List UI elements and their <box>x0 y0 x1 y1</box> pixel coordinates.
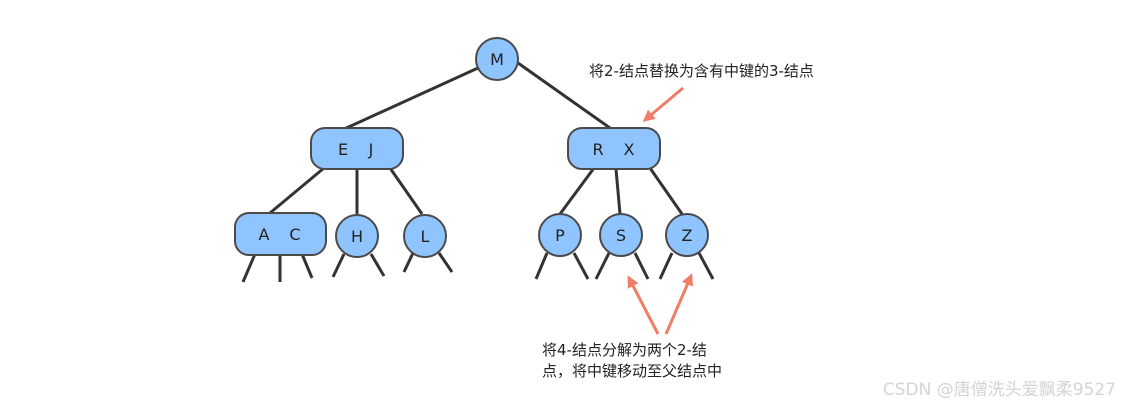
arrow-to-s <box>627 275 660 335</box>
edge-m-ej <box>341 66 479 132</box>
arrow-to-rx <box>642 86 684 122</box>
csdn-watermark: CSDN @唐僧洗头爱飘柔9527 <box>883 379 1116 400</box>
node-rx <box>567 127 661 170</box>
edge-rx-s <box>614 168 622 215</box>
node-l <box>403 214 447 258</box>
stub-z-left <box>658 252 674 280</box>
node-ac-key-2: C <box>289 225 300 244</box>
stub-h-left <box>331 253 346 278</box>
stub-s-right <box>633 252 650 280</box>
node-p-key: P <box>555 226 565 245</box>
node-p <box>538 213 582 257</box>
node-h-key: H <box>351 227 363 246</box>
edge-ej-l <box>388 167 424 215</box>
node-ej <box>310 127 404 170</box>
tree-nodes <box>234 37 709 258</box>
stub-h-right <box>369 253 386 277</box>
arrow-to-z <box>664 273 693 335</box>
node-ej-key-2: J <box>368 140 374 159</box>
node-ac <box>234 212 327 256</box>
edge-rx-p <box>558 167 596 215</box>
node-ej-key-1: E <box>338 140 348 159</box>
tree-edges <box>269 61 684 215</box>
node-m-key: M <box>490 50 504 69</box>
annotation-top: 将2-结点替换为含有中键的3-结点 <box>589 62 814 80</box>
annotation-arrows <box>627 86 693 335</box>
node-z <box>665 213 709 257</box>
stub-ac-left <box>241 253 257 283</box>
edge-m-rx <box>517 61 611 130</box>
stub-z-right <box>697 252 715 280</box>
stub-ac-right <box>300 253 314 279</box>
node-z-key: Z <box>682 226 693 245</box>
node-labels: M E J R X A C H L P S Z <box>259 50 693 246</box>
stub-p-right <box>572 252 590 280</box>
annotation-bottom-line2: 点，将中键移动至父结点中 <box>542 362 722 380</box>
node-rx-key-2: X <box>624 140 635 159</box>
annotation-bottom-line1: 将4-结点分解为两个2-结 <box>542 341 707 359</box>
stub-s-left <box>594 252 611 280</box>
node-h <box>335 214 379 258</box>
leaf-stubs <box>241 252 715 283</box>
stub-l-left <box>402 252 415 273</box>
edge-rx-z <box>648 167 684 215</box>
node-m <box>475 37 519 81</box>
node-ac-key-1: A <box>259 225 270 244</box>
node-rx-key-1: R <box>592 140 603 159</box>
edge-ej-ac <box>269 166 325 215</box>
stub-l-right <box>437 252 454 273</box>
stub-p-left <box>534 252 549 280</box>
node-s-key: S <box>616 226 626 245</box>
node-l-key: L <box>421 227 430 246</box>
node-s <box>599 213 643 257</box>
